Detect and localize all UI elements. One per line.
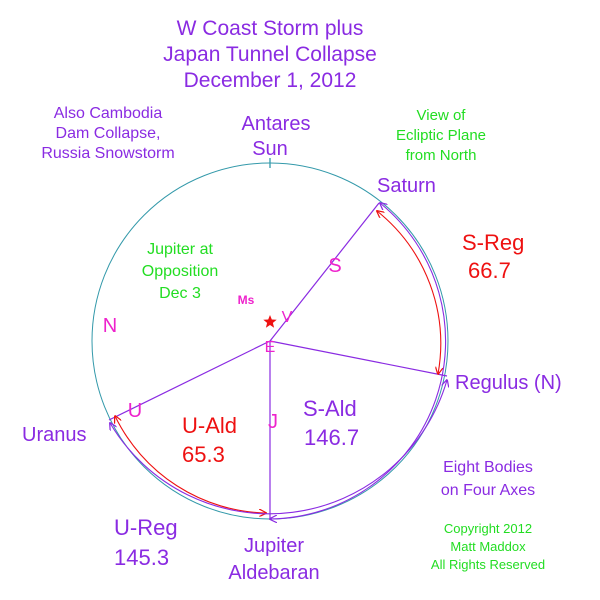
copyright-line-3: All Rights Reserved	[431, 557, 545, 572]
view-note-line-3: from North	[406, 147, 477, 164]
regulus-radial	[269, 340, 448, 377]
s-reg-label: S-Reg	[462, 230, 524, 255]
s-ald-value: 146.7	[304, 425, 359, 450]
eight-bodies-line-2: on Four Axes	[441, 482, 535, 499]
also-note-line-3: Russia Snowstorm	[41, 145, 174, 162]
jupiter-note-line-3: Dec 3	[159, 285, 201, 302]
s-ald-arc	[270, 203, 447, 519]
u-reg-label: U-Reg	[114, 515, 178, 540]
earth-marker: E	[265, 339, 276, 356]
venus-marker: V	[282, 309, 293, 326]
uranus-marker: U	[128, 400, 142, 422]
uranus-label: Uranus	[22, 424, 86, 446]
jupiter-label: Jupiter	[244, 535, 304, 557]
title-line-2: Japan Tunnel Collapse	[163, 43, 377, 66]
antares-label: Antares	[242, 113, 311, 135]
jupiter-note-line-1: Jupiter at	[147, 241, 213, 258]
s-ald-label: S-Ald	[303, 396, 357, 421]
star-icon	[263, 315, 277, 328]
node-marker: N	[103, 315, 117, 337]
title-line-1: W Coast Storm plus	[177, 17, 364, 40]
copyright-line-1: Copyright 2012	[444, 521, 532, 536]
also-note-line-1: Also Cambodia	[54, 105, 163, 122]
u-ald-value: 65.3	[182, 442, 225, 467]
jupiter-marker: J	[268, 411, 278, 433]
u-ald-label: U-Ald	[182, 413, 237, 438]
s-reg-value: 66.7	[468, 258, 511, 283]
jupiter-note-line-2: Opposition	[142, 263, 219, 280]
saturn-marker: S	[328, 255, 341, 277]
also-note-line-2: Dam Collapse,	[56, 125, 161, 142]
view-note-line-2: Ecliptic Plane	[396, 127, 486, 144]
u-reg-arc	[110, 380, 447, 515]
view-note-line-1: View of	[417, 107, 467, 124]
u-reg-value: 145.3	[114, 545, 169, 570]
eight-bodies-line-1: Eight Bodies	[443, 459, 533, 476]
saturn-label: Saturn	[377, 175, 436, 197]
u-ald-arc	[115, 416, 266, 513]
aldebaran-label: Aldebaran	[228, 562, 319, 584]
regulus-label: Regulus (N)	[455, 372, 562, 394]
title-line-3: December 1, 2012	[184, 69, 357, 92]
s-reg-arc	[377, 211, 441, 374]
sun-label: Sun	[252, 138, 288, 160]
mars-marker: Ms	[238, 293, 255, 307]
copyright-line-2: Matt Maddox	[450, 539, 526, 554]
